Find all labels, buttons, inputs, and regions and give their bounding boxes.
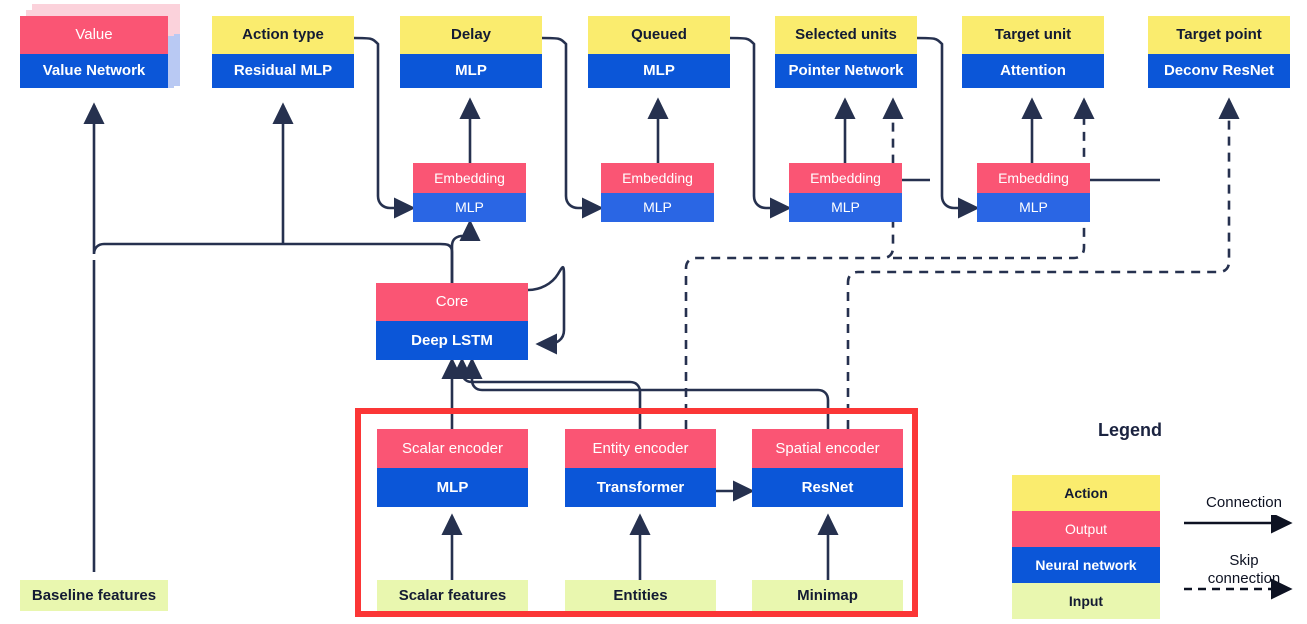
- embedding-target-unit[interactable]: Embedding MLP: [977, 163, 1090, 222]
- encoder-scalar-network-label: MLP: [377, 468, 528, 507]
- encoder-scalar[interactable]: Scalar encoder MLP: [377, 429, 528, 507]
- legend-swatch-input: Input: [1012, 583, 1160, 619]
- embedding-target-unit-label: Embedding: [977, 163, 1090, 193]
- embedding-selected-units-label: Embedding: [789, 163, 902, 193]
- legend-arrows: [1184, 515, 1293, 600]
- embedding-delay-label: Embedding: [413, 163, 526, 193]
- head-queued-label: Queued: [588, 16, 730, 54]
- head-target-unit[interactable]: Target unit Attention: [962, 16, 1104, 88]
- head-action-type-network-label: Residual MLP: [212, 54, 354, 88]
- head-delay-network-label: MLP: [400, 54, 542, 88]
- encoder-spatial-label: Spatial encoder: [752, 429, 903, 468]
- head-action-type-label: Action type: [212, 16, 354, 54]
- head-target-unit-network-label: Attention: [962, 54, 1104, 88]
- head-delay[interactable]: Delay MLP: [400, 16, 542, 88]
- encoder-spatial[interactable]: Spatial encoder ResNet: [752, 429, 903, 507]
- input-entities[interactable]: Entities: [565, 580, 716, 611]
- embedding-delay[interactable]: Embedding MLP: [413, 163, 526, 222]
- embedding-queued-label: Embedding: [601, 163, 714, 193]
- encoder-scalar-label: Scalar encoder: [377, 429, 528, 468]
- head-target-point-label: Target point: [1148, 16, 1290, 54]
- embedding-queued[interactable]: Embedding MLP: [601, 163, 714, 222]
- head-target-point[interactable]: Target point Deconv ResNet: [1148, 16, 1290, 88]
- head-value-network-label: Value Network: [20, 54, 168, 88]
- legend-connection-label: Connection: [1206, 494, 1282, 511]
- legend-swatch-stack: Action Output Neural network Input: [1012, 475, 1160, 619]
- head-target-point-network-label: Deconv ResNet: [1148, 54, 1290, 88]
- input-baseline-features[interactable]: Baseline features: [20, 580, 168, 611]
- legend-skip-label-line2: connection: [1207, 570, 1281, 587]
- legend-swatch-output: Output: [1012, 511, 1160, 547]
- input-scalar-features[interactable]: Scalar features: [377, 580, 528, 611]
- encoder-spatial-network-label: ResNet: [752, 468, 903, 507]
- input-minimap[interactable]: Minimap: [752, 580, 903, 611]
- legend-swatch-neural-network: Neural network: [1012, 547, 1160, 583]
- head-value[interactable]: Value Value Network: [20, 16, 168, 88]
- embedding-selected-units-network-label: MLP: [789, 193, 902, 222]
- head-delay-label: Delay: [400, 16, 542, 54]
- embedding-selected-units[interactable]: Embedding MLP: [789, 163, 902, 222]
- core-label: Core: [376, 283, 528, 321]
- head-value-output-label: Value: [20, 16, 168, 54]
- encoder-highlight-box: [355, 408, 918, 617]
- head-selected-units-network-label: Pointer Network: [775, 54, 917, 88]
- legend-swatch-action: Action: [1012, 475, 1160, 511]
- head-selected-units[interactable]: Selected units Pointer Network: [775, 16, 917, 88]
- head-target-unit-label: Target unit: [962, 16, 1104, 54]
- core-module[interactable]: Core Deep LSTM: [376, 283, 528, 360]
- embedding-queued-network-label: MLP: [601, 193, 714, 222]
- encoder-entity-label: Entity encoder: [565, 429, 716, 468]
- legend-title: Legend: [1098, 420, 1163, 440]
- encoder-entity[interactable]: Entity encoder Transformer: [565, 429, 716, 507]
- head-queued-network-label: MLP: [588, 54, 730, 88]
- head-selected-units-label: Selected units: [775, 16, 917, 54]
- legend-skip-label-line1: Skip: [1229, 552, 1259, 569]
- embedding-target-unit-network-label: MLP: [977, 193, 1090, 222]
- core-network-label: Deep LSTM: [376, 321, 528, 360]
- head-action-type[interactable]: Action type Residual MLP: [212, 16, 354, 88]
- encoder-entity-network-label: Transformer: [565, 468, 716, 507]
- head-queued[interactable]: Queued MLP: [588, 16, 730, 88]
- embedding-delay-network-label: MLP: [413, 193, 526, 222]
